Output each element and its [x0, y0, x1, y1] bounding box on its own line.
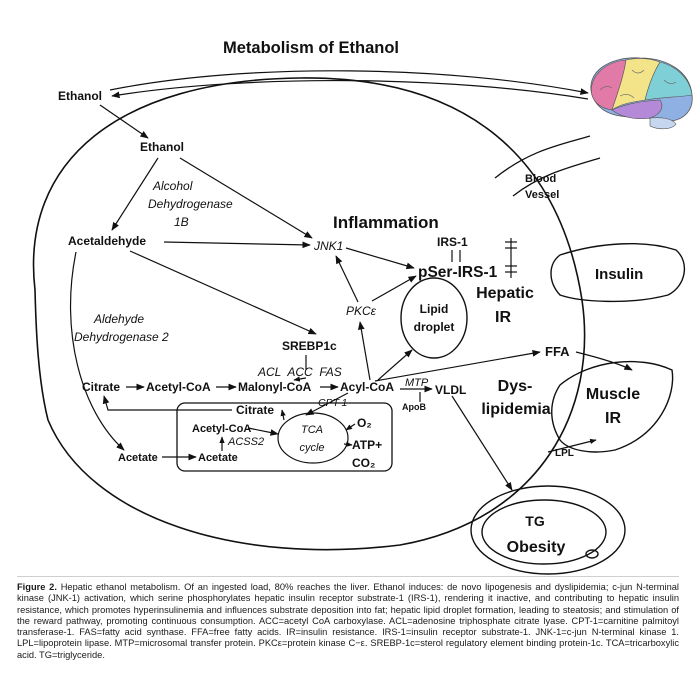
- hepatic-ir-label: IR: [495, 309, 511, 326]
- obesity-fat-cell: [470, 485, 626, 575]
- lipid-droplet: [400, 277, 468, 359]
- acyl-coa-label: Acyl-CoA: [340, 380, 394, 394]
- arrow-ffa-to-muscle: [575, 351, 633, 371]
- arrow-ethanol-inner: [99, 104, 149, 139]
- hepatic-label: Hepatic: [476, 285, 534, 302]
- lipid-label: Lipid: [420, 302, 449, 316]
- blood-vessel-label-2: Vessel: [525, 189, 559, 201]
- pser-irs1-label: pSer-IRS-1: [418, 264, 498, 281]
- adh-label-3: 1B: [174, 215, 189, 229]
- ffa-label: FFA: [545, 344, 570, 359]
- caption-label: Figure 2.: [17, 582, 57, 592]
- arrow-ethanol-to-jnk1: [179, 157, 313, 239]
- insulin-shape: [550, 243, 686, 303]
- aldh-label-2: Dehydrogenase 2: [74, 330, 169, 344]
- jnk1-label: JNK1: [313, 239, 343, 253]
- arrows: [70, 70, 633, 491]
- droplet-label: droplet: [414, 320, 455, 334]
- acetate-mito-label: Acetate: [198, 452, 238, 464]
- arrow-ethanol-to-brain: [109, 70, 589, 95]
- srebp1c-label: SREBP1c: [282, 339, 337, 353]
- tca-label: TCA: [301, 424, 323, 436]
- receptor-bars: [505, 238, 517, 278]
- vldl-label: VLDL: [435, 383, 466, 397]
- cycle-label: cycle: [299, 442, 324, 454]
- arrow-pkce-to-jnk1: [335, 255, 359, 303]
- acetate-left-label: Acetate: [118, 452, 158, 464]
- blood-vessel-label-1: Blood: [525, 173, 556, 185]
- pkce-label: PKCε: [346, 304, 377, 318]
- arrow-acetaldehyde-to-srebp1c: [129, 250, 317, 335]
- muscle-shape: [551, 360, 674, 453]
- caption-text: Hepatic ethanol metabolism. Of an ingest…: [17, 582, 679, 660]
- mito-citrate-label: Citrate: [236, 403, 274, 417]
- arrow-acetylcoa-to-tca: [247, 427, 279, 436]
- arrow-acyl-to-droplet: [377, 349, 413, 381]
- arrow-tca-to-atp: [343, 441, 353, 447]
- tg-label: TG: [525, 513, 545, 529]
- arrow-acetaldehyde-to-jnk1: [163, 241, 311, 249]
- mito-acetyl-coa-label: Acetyl-CoA: [192, 423, 251, 435]
- dyslipidemia-label-1: Dys-: [498, 378, 533, 395]
- mtp-label: MTP: [405, 377, 429, 389]
- arrow-mito-citrate-out: [102, 395, 232, 411]
- ethanol-outer-label: Ethanol: [58, 89, 102, 103]
- figure-caption: Figure 2. Hepatic ethanol metabolism. Of…: [17, 582, 679, 661]
- inflammation-label: Inflammation: [333, 213, 439, 232]
- citrate-label: Citrate: [82, 380, 120, 394]
- arrow-tca-to-citrate: [280, 409, 286, 421]
- atp-label: ATP+: [352, 438, 382, 452]
- adh-label-2: Dehydrogenase: [148, 197, 233, 211]
- lipogenic-enzymes-label: ACL ACC FAS: [257, 365, 342, 379]
- muscle-ir-label: IR: [605, 410, 621, 427]
- arrow-brain-to-ethanol: [111, 79, 589, 100]
- insulin-label: Insulin: [595, 266, 643, 283]
- arrow-acyl-into-mito: [305, 392, 349, 416]
- arrow-acetaldehyde-to-acetate: [70, 251, 125, 451]
- malonyl-coa-label: Malonyl-CoA: [238, 380, 312, 394]
- acetyl-coa-label: Acetyl-CoA: [146, 380, 211, 394]
- cpt1-label: CPT-1: [318, 397, 347, 409]
- arrow-acyl-to-pkce: [357, 321, 371, 381]
- caption-rule: [17, 576, 679, 577]
- acetaldehyde-label: Acetaldehyde: [68, 234, 146, 248]
- o2-label: O₂: [357, 416, 372, 430]
- arrow-to-ffa: [374, 349, 541, 382]
- blood-vessel: [494, 135, 601, 197]
- ethanol-inner-label: Ethanol: [140, 140, 184, 154]
- tca-cycle-circle: [277, 412, 349, 464]
- arrow-o2-in: [345, 423, 356, 431]
- apob-label: ApoB: [402, 402, 426, 412]
- arrow-pkce-to-pser: [371, 275, 417, 302]
- arrow-vldl-to-obesity: [451, 395, 513, 491]
- muscle-label: Muscle: [586, 386, 640, 403]
- acss2-label: ACSS2: [227, 436, 264, 448]
- arrow-srebp-to-malonyl: [293, 376, 307, 382]
- mitochondrion: [176, 402, 393, 472]
- liver-outline: [32, 77, 586, 551]
- lpl-label: LPL: [555, 448, 574, 459]
- brain-icon: [590, 57, 693, 130]
- irs1-label: IRS-1: [437, 235, 468, 249]
- diagram-title: Metabolism of Ethanol: [223, 39, 399, 57]
- obesity-label: Obesity: [507, 539, 566, 556]
- co2-label: CO₂: [352, 456, 375, 470]
- irs1-updown-arrows: [451, 250, 461, 262]
- dyslipidemia-label-2: lipidemia: [481, 401, 550, 418]
- aldh-label-1: Aldehyde: [93, 312, 144, 326]
- arrow-jnk1-to-pser: [345, 247, 415, 270]
- adh-label-1: Alcohol: [152, 179, 193, 193]
- arrow-to-acetaldehyde: [111, 157, 159, 231]
- arrow-lpl-to-muscle: [547, 438, 597, 453]
